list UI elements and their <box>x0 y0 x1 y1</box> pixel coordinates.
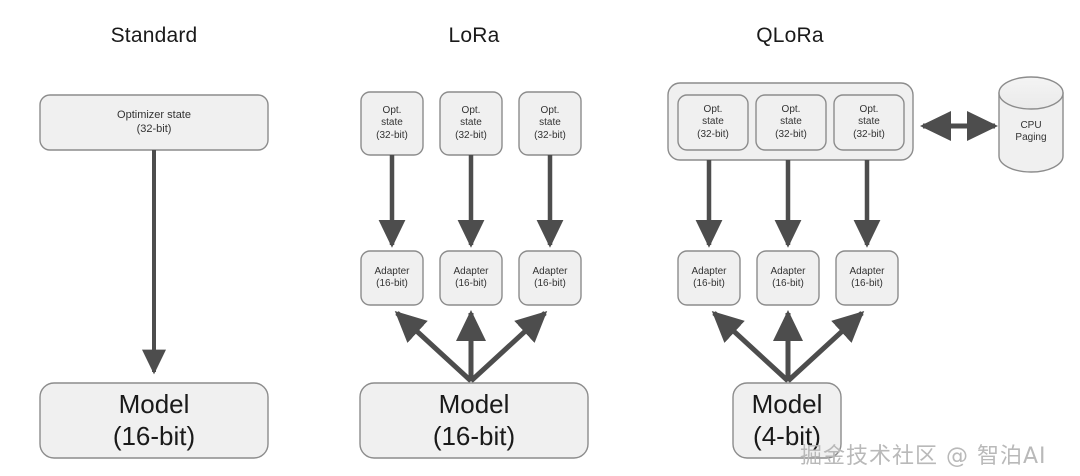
panel-title-lora: LoRa <box>448 24 500 47</box>
qlora-model-to-adapter-arrow-1 <box>711 310 790 383</box>
standard-panel-shapes <box>39 94 269 459</box>
lora-model-to-adapter-arrow-3 <box>469 310 548 383</box>
qlora-adapter-box-2 <box>756 250 820 306</box>
qlora-model-box <box>732 382 842 459</box>
qlora-optimizer-box-3 <box>833 94 905 151</box>
lora-model-box <box>359 382 589 459</box>
lora-model-to-adapter-arrow-1 <box>394 310 473 383</box>
lora-adapter-box-2 <box>439 250 503 306</box>
lora-adapter-box-3 <box>518 250 582 306</box>
watermark-text: 掘金技术社区 @ 智泊AI <box>800 444 1047 469</box>
lora-panel-shapes <box>359 91 589 459</box>
lora-adapter-box-1 <box>360 250 424 306</box>
cpu-paging-cylinder <box>998 76 1064 173</box>
qlora-optimizer-box-1 <box>677 94 749 151</box>
qlora-optimizer-box-2 <box>755 94 827 151</box>
lora-optimizer-box-2 <box>439 91 503 156</box>
qlora-adapter-box-1 <box>677 250 741 306</box>
qlora-model-to-adapter-arrow-3 <box>786 310 865 383</box>
qlora-adapter-box-3 <box>835 250 899 306</box>
standard-model-box <box>39 382 269 459</box>
lora-optimizer-box-3 <box>518 91 582 156</box>
lora-optimizer-box-1 <box>360 91 424 156</box>
panel-title-standard: Standard <box>110 24 198 47</box>
standard-optimizer-box <box>39 94 269 151</box>
qlora-panel-shapes <box>667 76 1064 459</box>
panel-title-qlora: QLoRa <box>756 24 824 47</box>
